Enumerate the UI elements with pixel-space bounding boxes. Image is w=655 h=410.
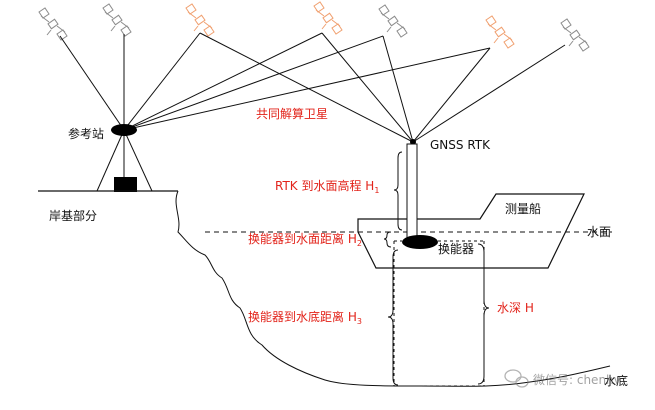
measurement-lines (393, 240, 485, 387)
reference-station (96, 124, 153, 192)
gnss-rtk-label: GNSS RTK (430, 138, 491, 152)
watermark-text: 微信号: chenhv (533, 373, 621, 387)
rover-rays (199, 32, 566, 143)
shore-part-label: 岸基部分 (49, 208, 97, 223)
shore-profile (38, 190, 611, 387)
satellite-icon (185, 3, 215, 37)
transducer-bottom-distance-label: 换能器到水底距离 H3 (248, 309, 362, 326)
water-bottom-label: 水底 (604, 373, 628, 388)
satellite-icon (313, 1, 343, 35)
transducer (402, 235, 438, 249)
satellite-icon (102, 3, 132, 37)
gnss-rtk-antenna (406, 139, 418, 241)
water-depth-label: 水深 H (497, 301, 534, 315)
reference-station-rays (59, 32, 491, 131)
survey-boat-label: 测量船 (505, 202, 541, 216)
transducer-label: 换能器 (438, 242, 474, 256)
satellite-icon (560, 18, 590, 52)
satellite-icon (378, 4, 408, 38)
satellite-icon (38, 7, 68, 41)
satellite-icon (485, 15, 515, 49)
water-surface-label: 水面 (587, 225, 611, 239)
measurement-braces (383, 151, 490, 386)
wechat-logo-icon (504, 369, 529, 388)
common-satellites-label: 共同解算卫星 (256, 106, 328, 121)
survey-boat (357, 193, 585, 269)
rtk-height-label: RTK 到水面高程 H1 (275, 178, 379, 195)
transducer-surface-distance-label: 换能器到水面距离 H2 (248, 231, 362, 248)
watermark: 微信号: chenhv (504, 369, 621, 388)
reference-station-label: 参考站 (68, 126, 104, 141)
